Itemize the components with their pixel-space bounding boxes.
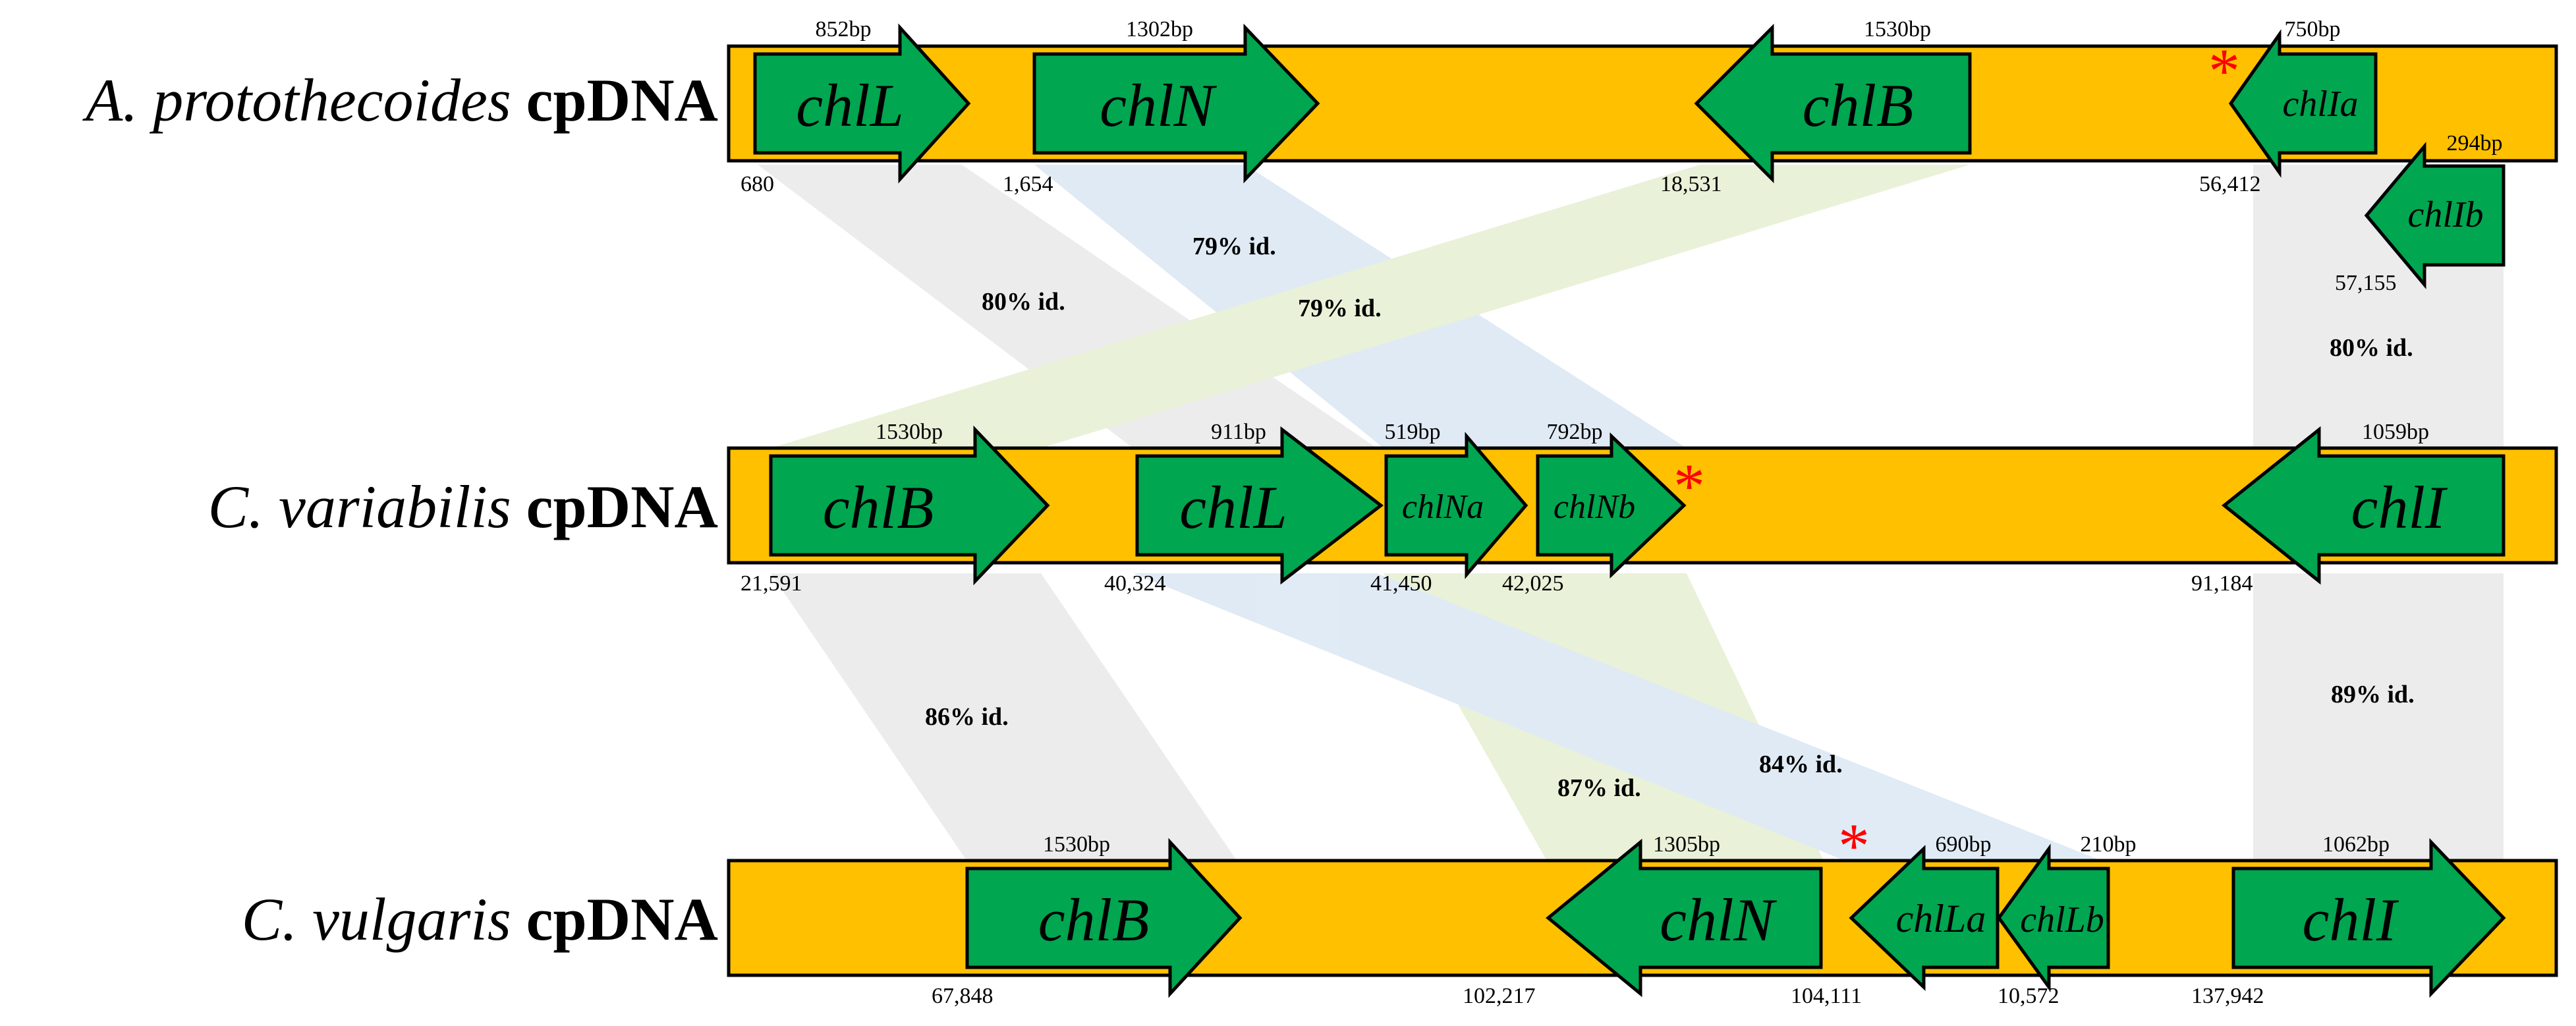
gene-size: 852bp xyxy=(816,17,872,42)
gene-arrow xyxy=(1694,23,1972,184)
gene-size: 1302bp xyxy=(1126,17,1193,42)
gene-chlIb[interactable]: chlIb 294bp 57,155 xyxy=(2335,131,2506,295)
gene-size: 792bp xyxy=(1547,420,1603,444)
gene-name: chlI xyxy=(2351,474,2448,541)
gene-position: 57,155 xyxy=(2335,271,2397,295)
gene-size: 294bp xyxy=(2447,131,2503,156)
identity-label: 87% id. xyxy=(1557,774,1641,802)
gene-position: 91,184 xyxy=(2191,571,2253,596)
genome-label: C. vulgaris cpDNA xyxy=(242,886,718,953)
identity-label: 79% id. xyxy=(1298,295,1382,322)
gene-arrow xyxy=(1996,843,2110,992)
gene-size: 690bp xyxy=(1936,832,1992,857)
gene-chlN[interactable]: chlN 1305bp 102,217 xyxy=(1463,832,1823,1008)
genome-row-aprot: A. protothecoides cpDNA chlL 852bp 680 c… xyxy=(82,17,2558,295)
genome-label: C. variabilis cpDNA xyxy=(208,473,718,540)
gene-name: chlLb xyxy=(2020,899,2104,940)
gene-chlLb[interactable]: chlLb 210bp 10,572 xyxy=(1996,832,2137,1008)
gene-size: 1305bp xyxy=(1653,832,1720,857)
gene-size: 1062bp xyxy=(2322,832,2390,857)
gene-name: chlN xyxy=(1100,72,1217,139)
gene-arrow xyxy=(1032,23,1320,184)
band-cvar-chlB-cvul-chlB xyxy=(771,573,1239,863)
gene-name: chlNa xyxy=(1402,488,1484,526)
gene-size: 1530bp xyxy=(1043,832,1110,857)
gene-name: chlL xyxy=(796,72,904,139)
gene-position: 41,450 xyxy=(1370,571,1432,596)
gene-chlNa[interactable]: chlNa 519bp 41,450 xyxy=(1370,420,1528,596)
gene-name: chlI xyxy=(2302,886,2399,954)
gene-arrow xyxy=(965,838,1243,998)
asterisk-marker: * xyxy=(1673,451,1705,521)
gene-size: 1530bp xyxy=(876,420,943,444)
gene-position: 10,572 xyxy=(1998,984,2059,1008)
gene-position: 104,111 xyxy=(1791,984,1862,1008)
gene-name: chlNb xyxy=(1554,488,1635,526)
synteny-bands xyxy=(758,165,2504,863)
gene-chlLa[interactable]: chlLa 690bp 104,111 xyxy=(1791,832,2000,1008)
gene-name: chlIa xyxy=(2282,84,2358,125)
gene-chlI[interactable]: chlI 1062bp 137,942 xyxy=(2191,832,2506,1008)
gene-chlIa[interactable]: chlIa 750bp 56,412 xyxy=(2199,17,2378,196)
gene-size: 519bp xyxy=(1385,420,1441,444)
identity-label: 89% id. xyxy=(2331,681,2415,708)
gene-arrow xyxy=(753,23,971,184)
asterisk-marker: * xyxy=(2208,36,2240,106)
gene-arrow xyxy=(769,425,1050,586)
gene-position: 56,412 xyxy=(2199,172,2261,196)
band-cvar-chlL-cvul-chlL xyxy=(1133,573,2108,863)
identity-label: 80% id. xyxy=(2330,334,2413,362)
gene-position: 680 xyxy=(741,172,774,196)
genome-row-cvul: C. vulgaris cpDNA chlB 1530bp 67,848 chl… xyxy=(242,811,2558,1008)
genome-label: A. protothecoides cpDNA xyxy=(82,67,718,134)
gene-chlN[interactable]: chlN 1302bp 1,654 xyxy=(1003,17,1320,196)
gene-position: 67,848 xyxy=(932,984,994,1008)
gene-name: chlIb xyxy=(2407,194,2483,235)
identity-label: 79% id. xyxy=(1192,233,1276,260)
identity-label: 80% id. xyxy=(982,288,1065,316)
gene-position: 1,654 xyxy=(1003,172,1053,196)
gene-name: chlB xyxy=(1803,72,1914,139)
gene-chlB[interactable]: chlB 1530bp 18,531 xyxy=(1660,17,1972,196)
gene-name: chlB xyxy=(823,474,934,541)
gene-arrow xyxy=(1384,432,1528,579)
gene-chlL[interactable]: chlL 911bp 40,324 xyxy=(1104,420,1384,596)
gene-position: 40,324 xyxy=(1104,571,1166,596)
gene-size: 911bp xyxy=(1211,420,1266,444)
gene-chlL[interactable]: chlL 852bp 680 xyxy=(741,17,971,196)
gene-chlB[interactable]: chlB 1530bp 21,591 xyxy=(741,420,1050,596)
gene-chlB[interactable]: chlB 1530bp 67,848 xyxy=(932,832,1243,1008)
gene-arrow xyxy=(1546,838,1823,998)
gene-size: 210bp xyxy=(2081,832,2137,857)
identity-labels: 79% id. 80% id. 79% id. 80% id. 86% id. … xyxy=(925,233,2415,802)
gene-arrow xyxy=(2228,29,2378,178)
gene-arrow xyxy=(2231,838,2506,998)
gene-name: chlLa xyxy=(1896,897,1986,940)
gene-chlI[interactable]: chlI 1059bp 91,184 xyxy=(2191,420,2506,596)
identity-label: 84% id. xyxy=(1759,751,1843,778)
gene-position: 102,217 xyxy=(1463,984,1536,1008)
gene-position: 18,531 xyxy=(1660,172,1722,196)
gene-arrow xyxy=(2364,142,2506,289)
gene-name: chlB xyxy=(1038,886,1150,954)
gene-arrow xyxy=(2221,426,2506,585)
asterisk-marker: * xyxy=(1838,811,1870,881)
band-cvar-chlI-cvul-chlI xyxy=(2253,573,2504,863)
gene-arrow xyxy=(1135,426,1384,585)
gene-name: chlN xyxy=(1660,886,1777,954)
gene-position: 137,942 xyxy=(2191,984,2264,1008)
gene-size: 1059bp xyxy=(2362,420,2429,444)
gene-size: 1530bp xyxy=(1864,17,1931,42)
genome-row-cvar: C. variabilis cpDNA chlB 1530bp 21,591 c… xyxy=(208,420,2558,596)
identity-label: 86% id. xyxy=(925,703,1009,731)
gene-size: 750bp xyxy=(2285,17,2341,42)
gene-chlNb[interactable]: chlNb 792bp 42,025 xyxy=(1502,420,1687,596)
gene-name: chlL xyxy=(1179,474,1287,541)
gene-position: 21,591 xyxy=(741,571,802,596)
gene-arrow xyxy=(1536,432,1687,579)
gene-position: 42,025 xyxy=(1502,571,1564,596)
gene-arrow xyxy=(1849,845,2000,991)
band-aprot-chlB-cvar-chlB xyxy=(771,165,1970,448)
